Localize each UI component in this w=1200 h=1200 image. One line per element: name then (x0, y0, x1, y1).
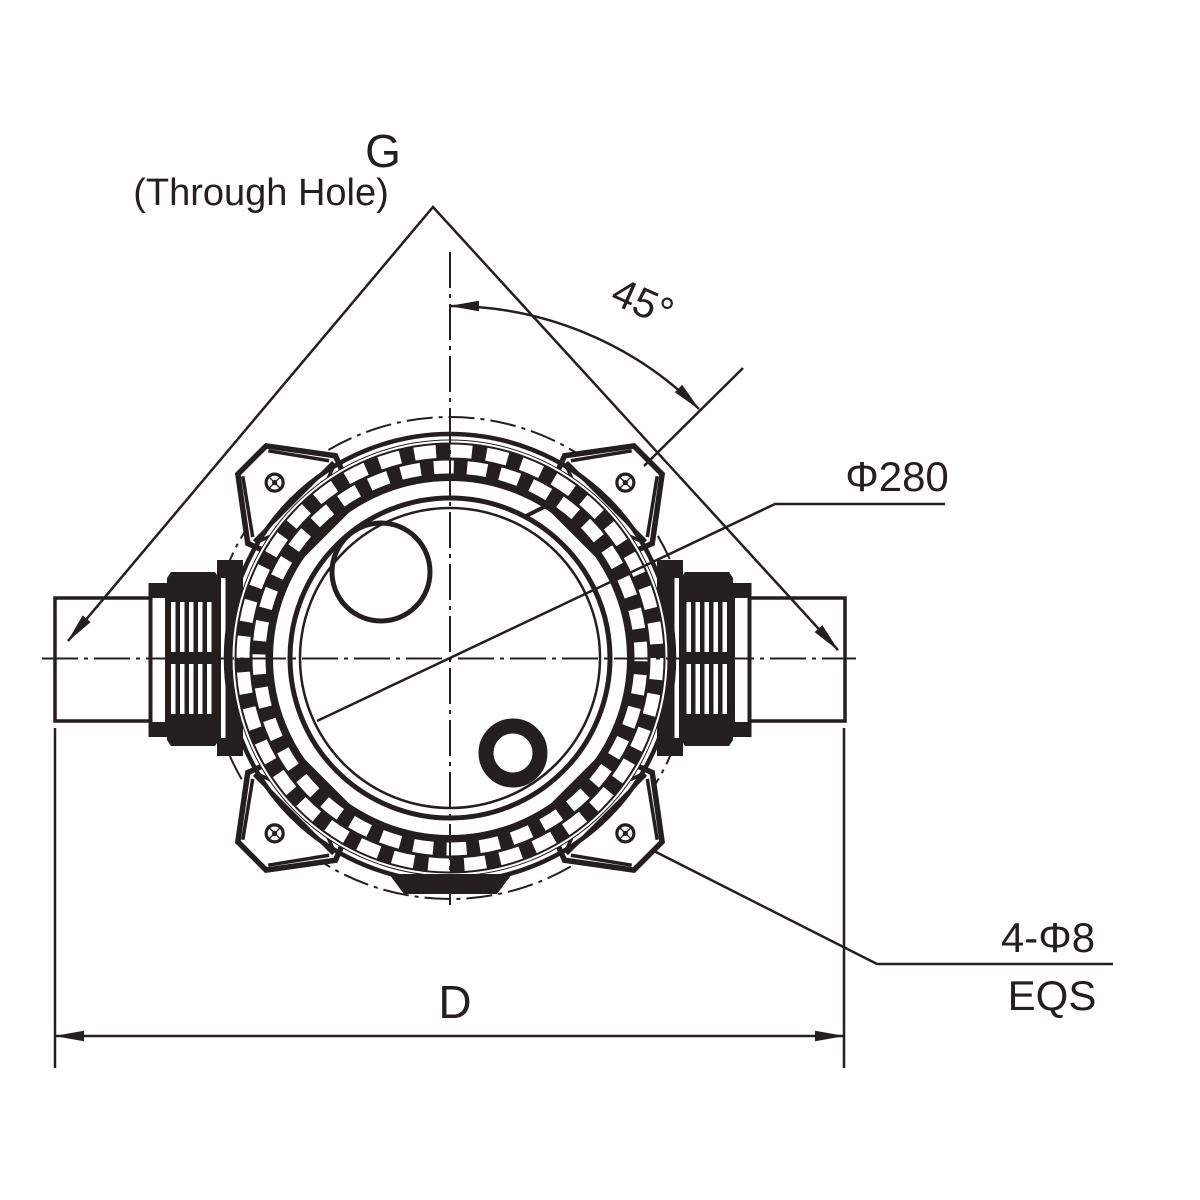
counter-window-circle (329, 520, 433, 624)
thread-note-label: (Through Hole) (133, 172, 389, 214)
width-label: D (438, 976, 471, 1028)
width-dimension (53, 728, 846, 1068)
angle-label: 45° (605, 269, 680, 336)
diameter-leader (316, 502, 945, 723)
thread-label: G (365, 125, 401, 177)
angle-dimension (449, 300, 744, 467)
g-thread-leader (67, 205, 839, 651)
mount-holes-label: 4-Φ8 (1001, 914, 1095, 961)
diameter-label: Φ280 (845, 453, 949, 500)
mount-holes-note-label: EQS (1008, 972, 1097, 1019)
mount-holes-leader (651, 848, 1113, 966)
small-dial-circle (478, 718, 548, 788)
index-mark (523, 504, 547, 519)
